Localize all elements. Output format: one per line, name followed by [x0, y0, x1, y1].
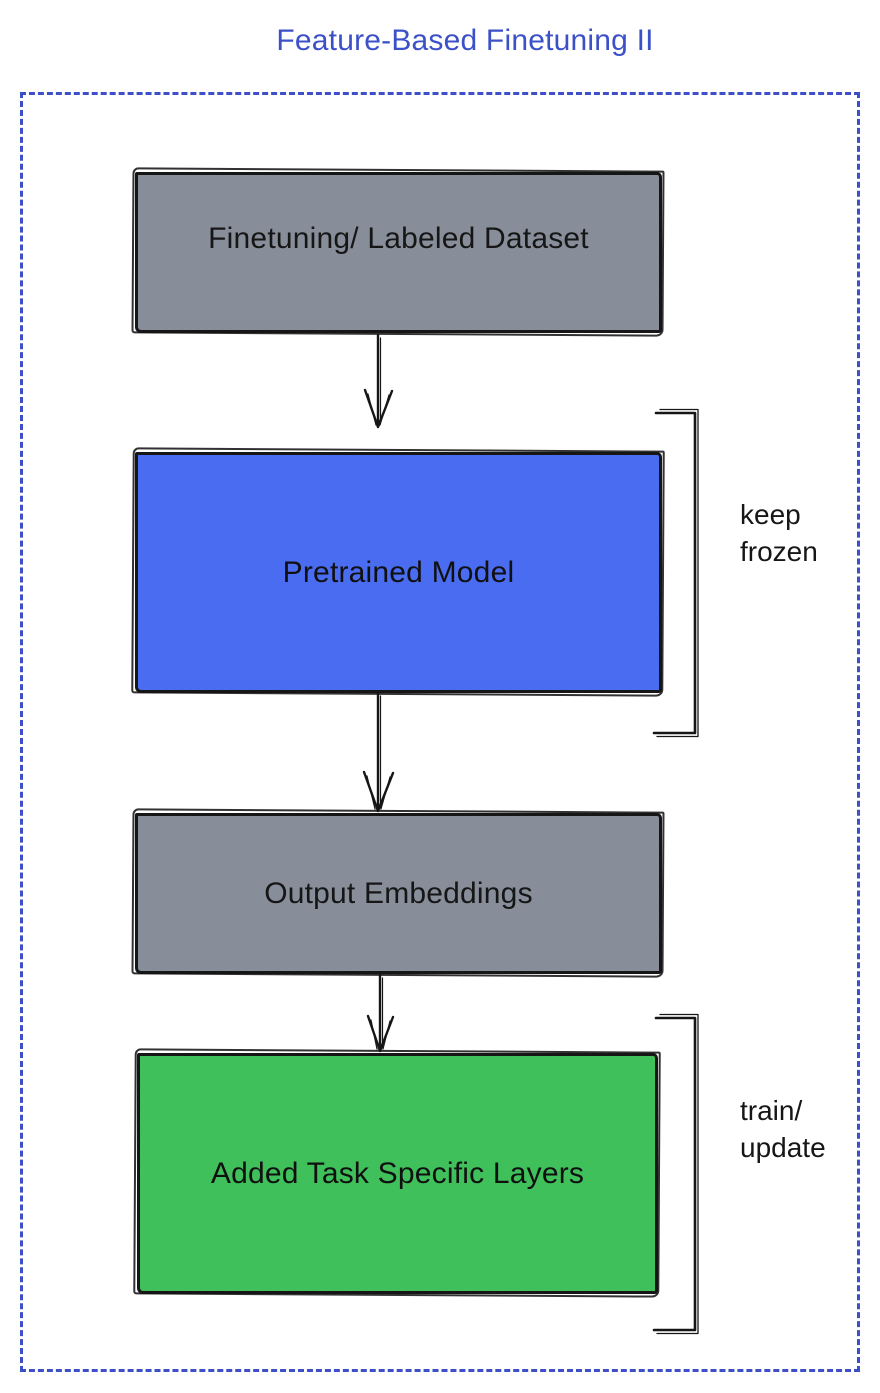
node-added-task-specific-layers: Added Task Specific Layers — [137, 1053, 658, 1294]
node-finetuning-dataset-label: Finetuning/ Labeled Dataset — [208, 221, 589, 255]
down-arrow-icon — [355, 333, 403, 430]
node-output-embeddings-label: Output Embeddings — [264, 876, 533, 910]
annotation-train-update: train/ update — [740, 1092, 826, 1166]
node-output-embeddings: Output Embeddings — [135, 813, 662, 974]
annotation-train-update-line1: train/ — [740, 1095, 803, 1126]
dotted-frame — [20, 92, 860, 1372]
down-arrow-icon — [355, 691, 403, 814]
right-bracket-icon — [650, 406, 704, 740]
annotation-keep-frozen-line2: frozen — [740, 536, 818, 567]
node-added-task-specific-layers-label: Added Task Specific Layers — [210, 1156, 585, 1190]
annotation-train-update-line2: update — [740, 1132, 826, 1163]
diagram-title: Feature-Based Finetuning II — [276, 24, 654, 57]
node-pretrained-model-label: Pretrained Model — [282, 555, 515, 589]
down-arrow-icon — [357, 973, 405, 1054]
node-finetuning-dataset: Finetuning/ Labeled Dataset — [135, 172, 662, 333]
right-bracket-icon — [650, 1011, 704, 1337]
annotation-keep-frozen-line1: keep — [740, 499, 801, 530]
annotation-keep-frozen: keep frozen — [740, 496, 818, 570]
node-pretrained-model: Pretrained Model — [135, 452, 662, 693]
